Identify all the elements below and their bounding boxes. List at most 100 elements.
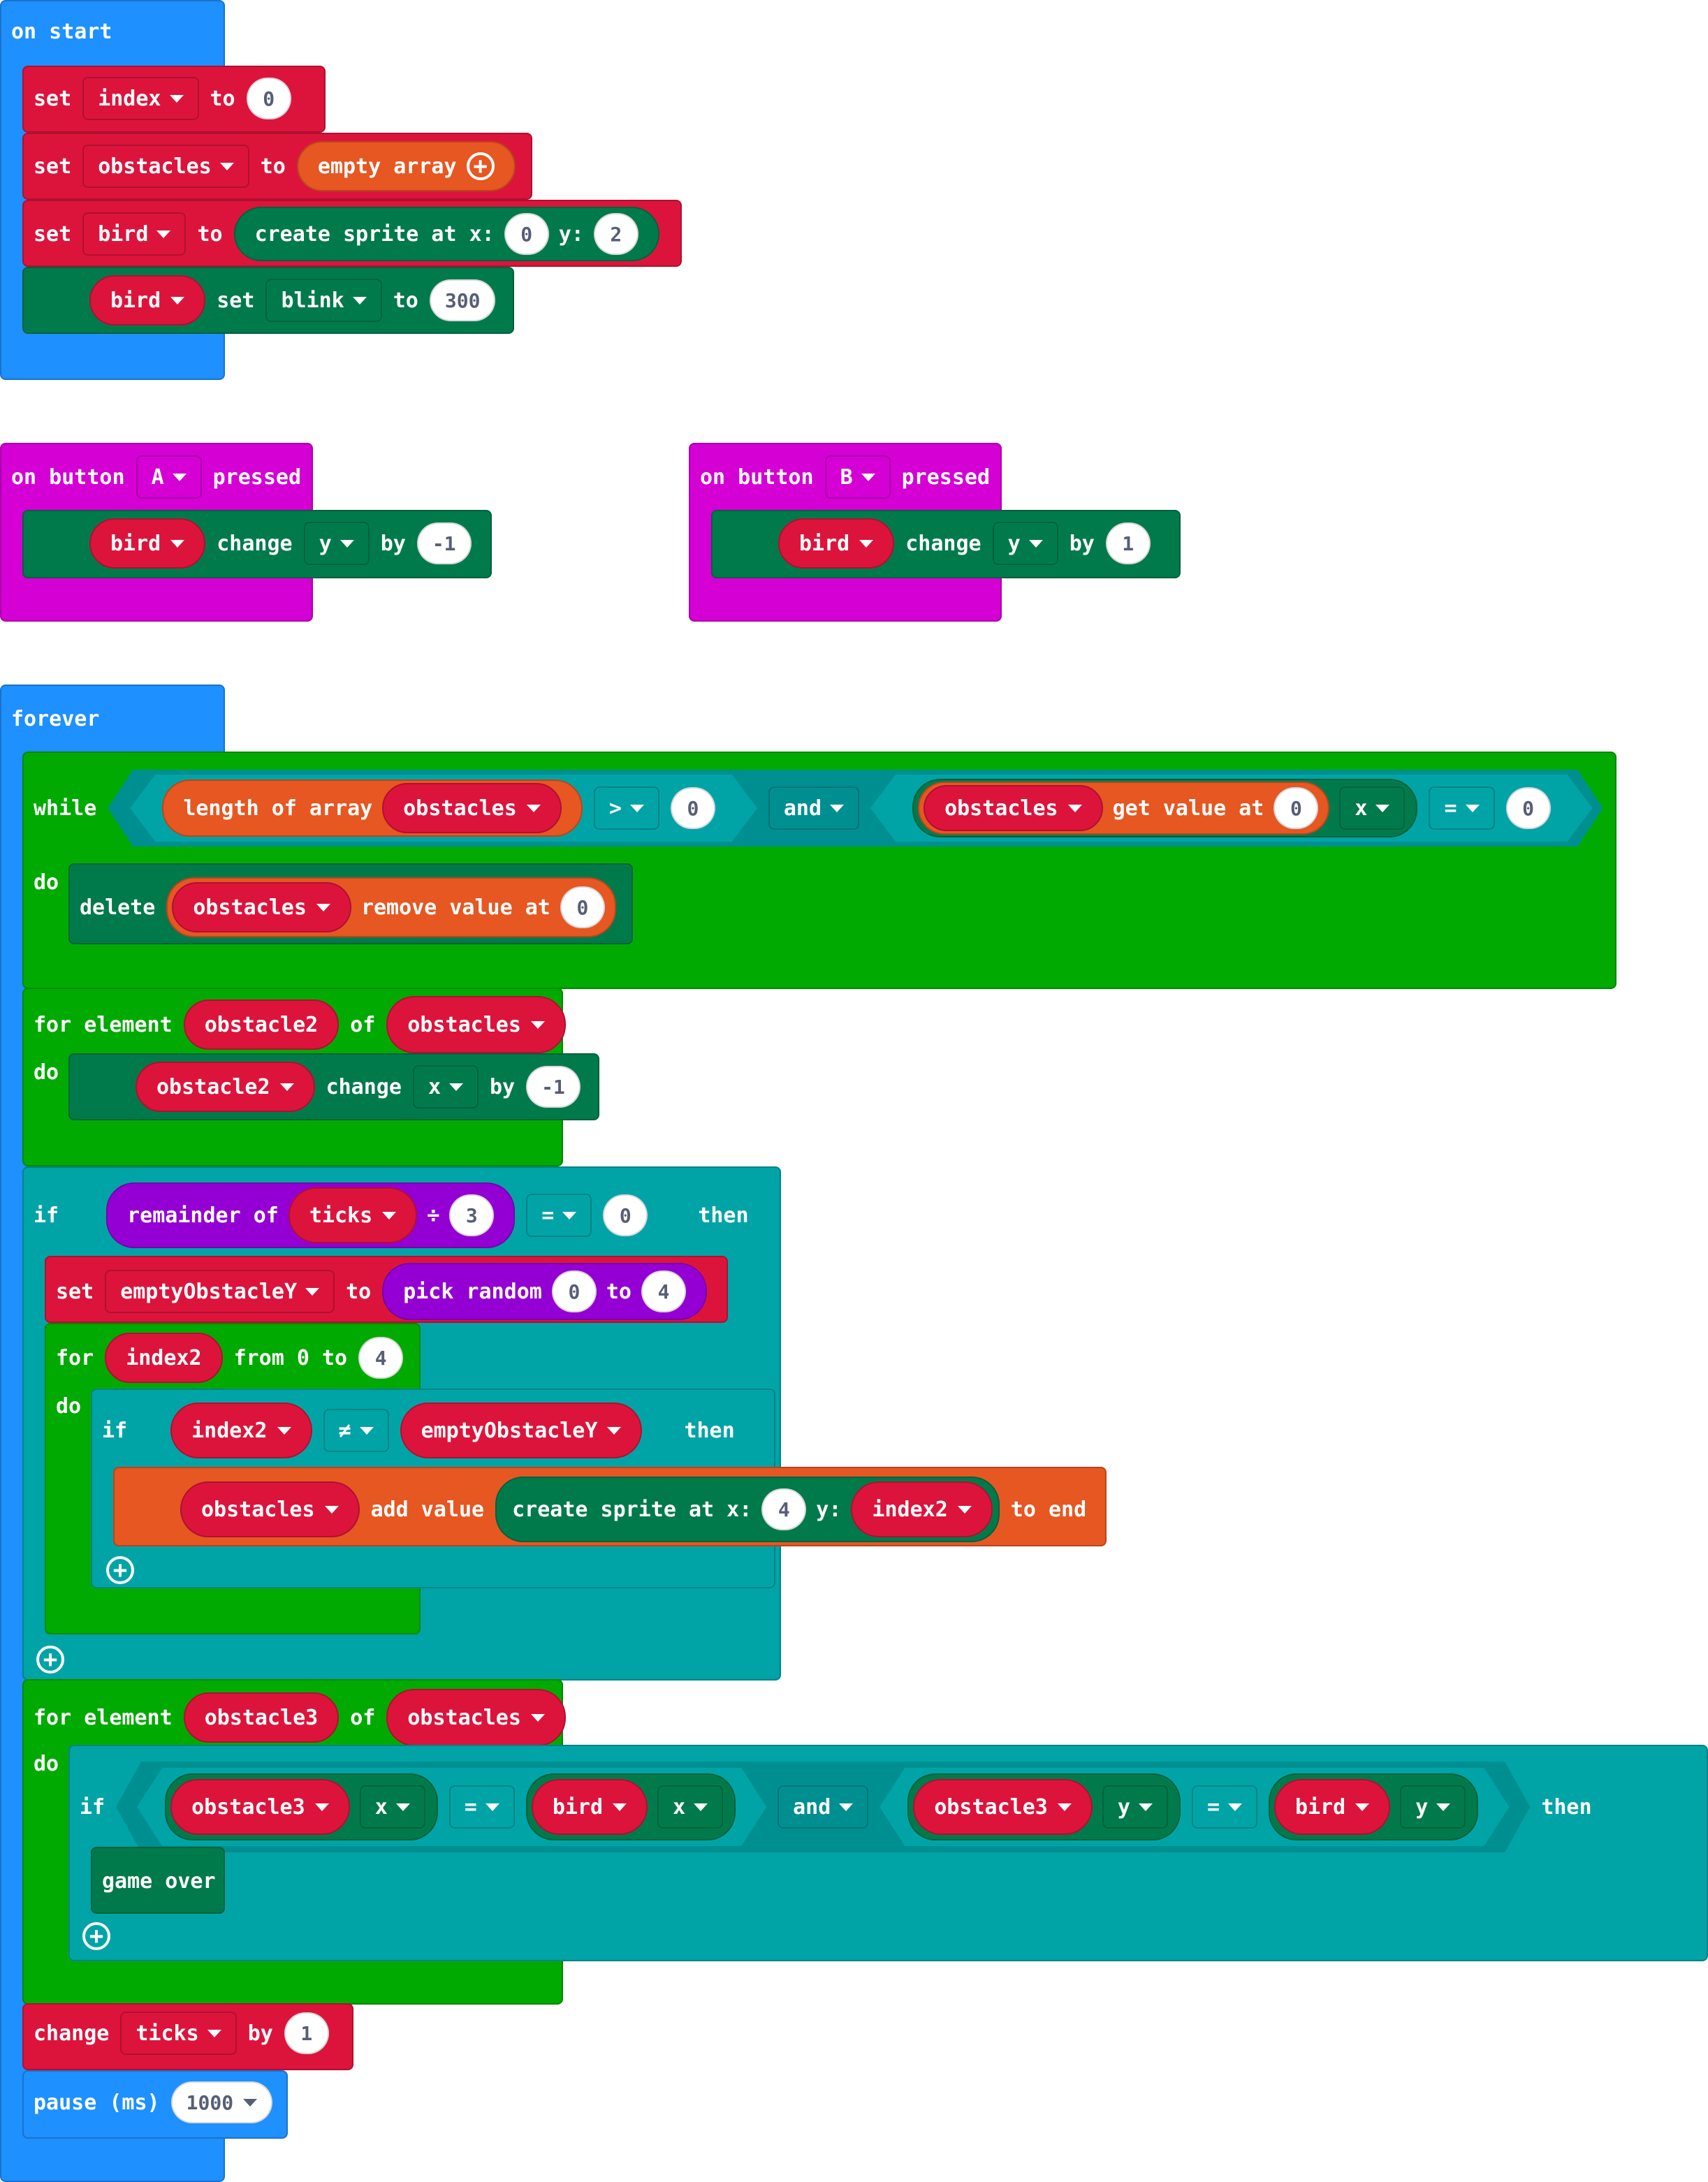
pause-duration-dropdown[interactable]: 1000 xyxy=(170,2081,273,2123)
loop-variable[interactable]: obstacle2 xyxy=(183,1000,340,1050)
number-input[interactable]: -1 xyxy=(526,1066,581,1108)
add-else-plus-icon[interactable]: + xyxy=(36,1646,64,1674)
length-of-array-block[interactable]: length of array obstacles xyxy=(162,779,583,837)
y-input[interactable]: 2 xyxy=(593,213,638,255)
of-keyword: of xyxy=(350,1012,376,1037)
number-input[interactable]: 4 xyxy=(358,1337,404,1379)
property-dropdown[interactable]: x xyxy=(360,1785,425,1829)
sprite-property-block[interactable]: bird y xyxy=(1269,1773,1478,1840)
variable-dropdown[interactable]: index xyxy=(82,77,199,120)
sprite-property-block[interactable]: bird x xyxy=(526,1773,736,1840)
variable-dropdown[interactable]: ticks xyxy=(120,2012,237,2055)
variable-dropdown[interactable]: index2 xyxy=(851,1481,993,1537)
logic-operator-dropdown[interactable]: and xyxy=(768,786,859,830)
sprite-variable-dropdown[interactable]: bird xyxy=(89,275,206,325)
and-condition[interactable]: length of array obstacles > 0 and obstac… xyxy=(108,770,1603,847)
property-dropdown[interactable]: blink xyxy=(265,279,382,322)
operator: = xyxy=(1206,1794,1220,1819)
sprite-change-block[interactable] xyxy=(711,510,1181,578)
operator-dropdown[interactable]: ≠ xyxy=(323,1409,389,1452)
caret-down-icon xyxy=(694,1803,708,1811)
add-else-plus-icon[interactable]: + xyxy=(82,1922,110,1950)
property-dropdown[interactable]: x xyxy=(412,1065,479,1108)
max-input[interactable]: 4 xyxy=(641,1271,686,1312)
sprite-variable-dropdown[interactable]: obstacle2 xyxy=(136,1062,315,1112)
and-condition[interactable]: obstacle3 x = bird x and obstacle3 y = b… xyxy=(116,1762,1530,1852)
variable-dropdown[interactable]: obstacles xyxy=(82,145,249,188)
property-dropdown[interactable]: x xyxy=(1339,786,1405,830)
x-input[interactable]: 4 xyxy=(761,1488,807,1530)
sprite-variable-dropdown[interactable]: obstacle3 xyxy=(170,1779,350,1835)
of-keyword: of xyxy=(350,1705,376,1730)
logic-operator-dropdown[interactable]: and xyxy=(778,1785,868,1829)
variable-dropdown[interactable]: emptyObstacleY xyxy=(400,1403,643,1458)
property-dropdown[interactable]: y xyxy=(1102,1785,1168,1829)
operator-dropdown[interactable]: = xyxy=(526,1194,592,1237)
operator-dropdown[interactable]: = xyxy=(1192,1785,1257,1829)
number-input[interactable]: 0 xyxy=(671,787,715,829)
operator-dropdown[interactable]: = xyxy=(1429,786,1494,830)
index-input[interactable]: 0 xyxy=(560,886,605,928)
variable-dropdown[interactable]: emptyObstacleY xyxy=(105,1270,335,1313)
then-keyword: then xyxy=(684,1418,735,1443)
variable-dropdown[interactable]: index2 xyxy=(170,1403,312,1458)
array-variable-dropdown[interactable]: obstacles xyxy=(180,1481,360,1537)
then-keyword: then xyxy=(1541,1794,1592,1819)
sprite-variable-dropdown[interactable]: bird xyxy=(1274,1779,1390,1835)
game-over-block[interactable] xyxy=(91,1847,225,1914)
property-dropdown[interactable]: y xyxy=(992,522,1058,565)
variable-dropdown[interactable]: ticks xyxy=(289,1187,417,1243)
button-dropdown[interactable]: B xyxy=(824,455,891,499)
for-element-keyword: for element xyxy=(34,1705,173,1730)
array-variable-dropdown[interactable]: obstacles xyxy=(172,882,351,932)
number-input[interactable]: 0 xyxy=(603,1194,648,1236)
equals-comparison[interactable]: remainder of ticks ÷ 3 = 0 xyxy=(70,1179,687,1252)
array-variable-dropdown[interactable]: obstacles xyxy=(924,785,1103,831)
not-equals-comparison[interactable]: index2 ≠ emptyObstacleY xyxy=(138,1397,673,1464)
array-variable-dropdown[interactable]: obstacles xyxy=(382,783,562,833)
create-sprite-block[interactable]: create sprite at x: 0 y: 2 xyxy=(233,207,659,261)
operator-dropdown[interactable]: > xyxy=(594,786,659,830)
variable-dropdown[interactable]: bird xyxy=(82,212,187,256)
sprite-property-block[interactable]: obstacle3 x xyxy=(165,1773,438,1840)
loop-variable[interactable]: index2 xyxy=(105,1333,223,1383)
equals-comparison[interactable]: obstacles get value at 0 x = 0 xyxy=(870,775,1592,842)
sprite-variable-dropdown[interactable]: obstacle3 xyxy=(913,1779,1093,1835)
empty-array-block[interactable]: empty array+ xyxy=(296,141,516,191)
remainder-block[interactable]: remainder of ticks ÷ 3 xyxy=(106,1182,515,1248)
loop-variable[interactable]: obstacle3 xyxy=(183,1692,340,1743)
array-variable-dropdown[interactable]: obstacles xyxy=(386,1689,566,1746)
array-variable-dropdown[interactable]: obstacles xyxy=(386,996,566,1053)
button-dropdown[interactable]: A xyxy=(136,455,202,499)
create-sprite-block[interactable]: create sprite at x: 4 y: index2 xyxy=(495,1477,1000,1542)
add-else-plus-icon[interactable]: + xyxy=(106,1556,134,1584)
x-equals-comparison[interactable]: obstacle3 x = bird x xyxy=(137,1768,766,1846)
sprite-variable-dropdown[interactable]: bird xyxy=(532,1779,648,1835)
sprite-variable-dropdown[interactable]: bird xyxy=(89,518,206,569)
pick-random-block[interactable]: pick random 0 to 4 xyxy=(382,1263,707,1320)
number-input[interactable]: 0 xyxy=(246,78,291,119)
property-dropdown[interactable]: y xyxy=(303,522,370,565)
index-input[interactable]: 0 xyxy=(1273,787,1318,829)
caret-down-icon xyxy=(352,296,367,305)
remove-value-block[interactable]: obstacles remove value at 0 xyxy=(166,877,616,937)
number-input[interactable]: 300 xyxy=(429,279,496,321)
number-input[interactable]: 1 xyxy=(1105,522,1151,564)
operator-dropdown[interactable]: = xyxy=(449,1785,515,1829)
sprite-property-block[interactable]: obstacle3 y xyxy=(907,1773,1181,1840)
y-equals-comparison[interactable]: obstacle3 y = bird y xyxy=(879,1768,1509,1846)
get-value-block[interactable]: obstacles get value at 0 xyxy=(918,782,1329,835)
sprite-variable-dropdown[interactable]: bird xyxy=(778,518,895,569)
property-dropdown[interactable]: x xyxy=(657,1785,723,1829)
x-input[interactable]: 0 xyxy=(504,213,549,255)
number-input[interactable]: 3 xyxy=(449,1194,494,1236)
sprite-property-block[interactable]: obstacles get value at 0 x xyxy=(912,779,1417,837)
property-dropdown[interactable]: y xyxy=(1400,1785,1466,1829)
min-input[interactable]: 0 xyxy=(551,1271,597,1312)
number-input[interactable]: -1 xyxy=(416,522,472,564)
greater-than-comparison[interactable]: length of array obstacles > 0 xyxy=(130,775,757,842)
number-input[interactable]: 0 xyxy=(1506,787,1551,829)
number-input[interactable]: 1 xyxy=(284,2012,329,2054)
variable-name: emptyObstacleY xyxy=(421,1418,598,1443)
plus-circle-icon[interactable]: + xyxy=(466,152,495,180)
